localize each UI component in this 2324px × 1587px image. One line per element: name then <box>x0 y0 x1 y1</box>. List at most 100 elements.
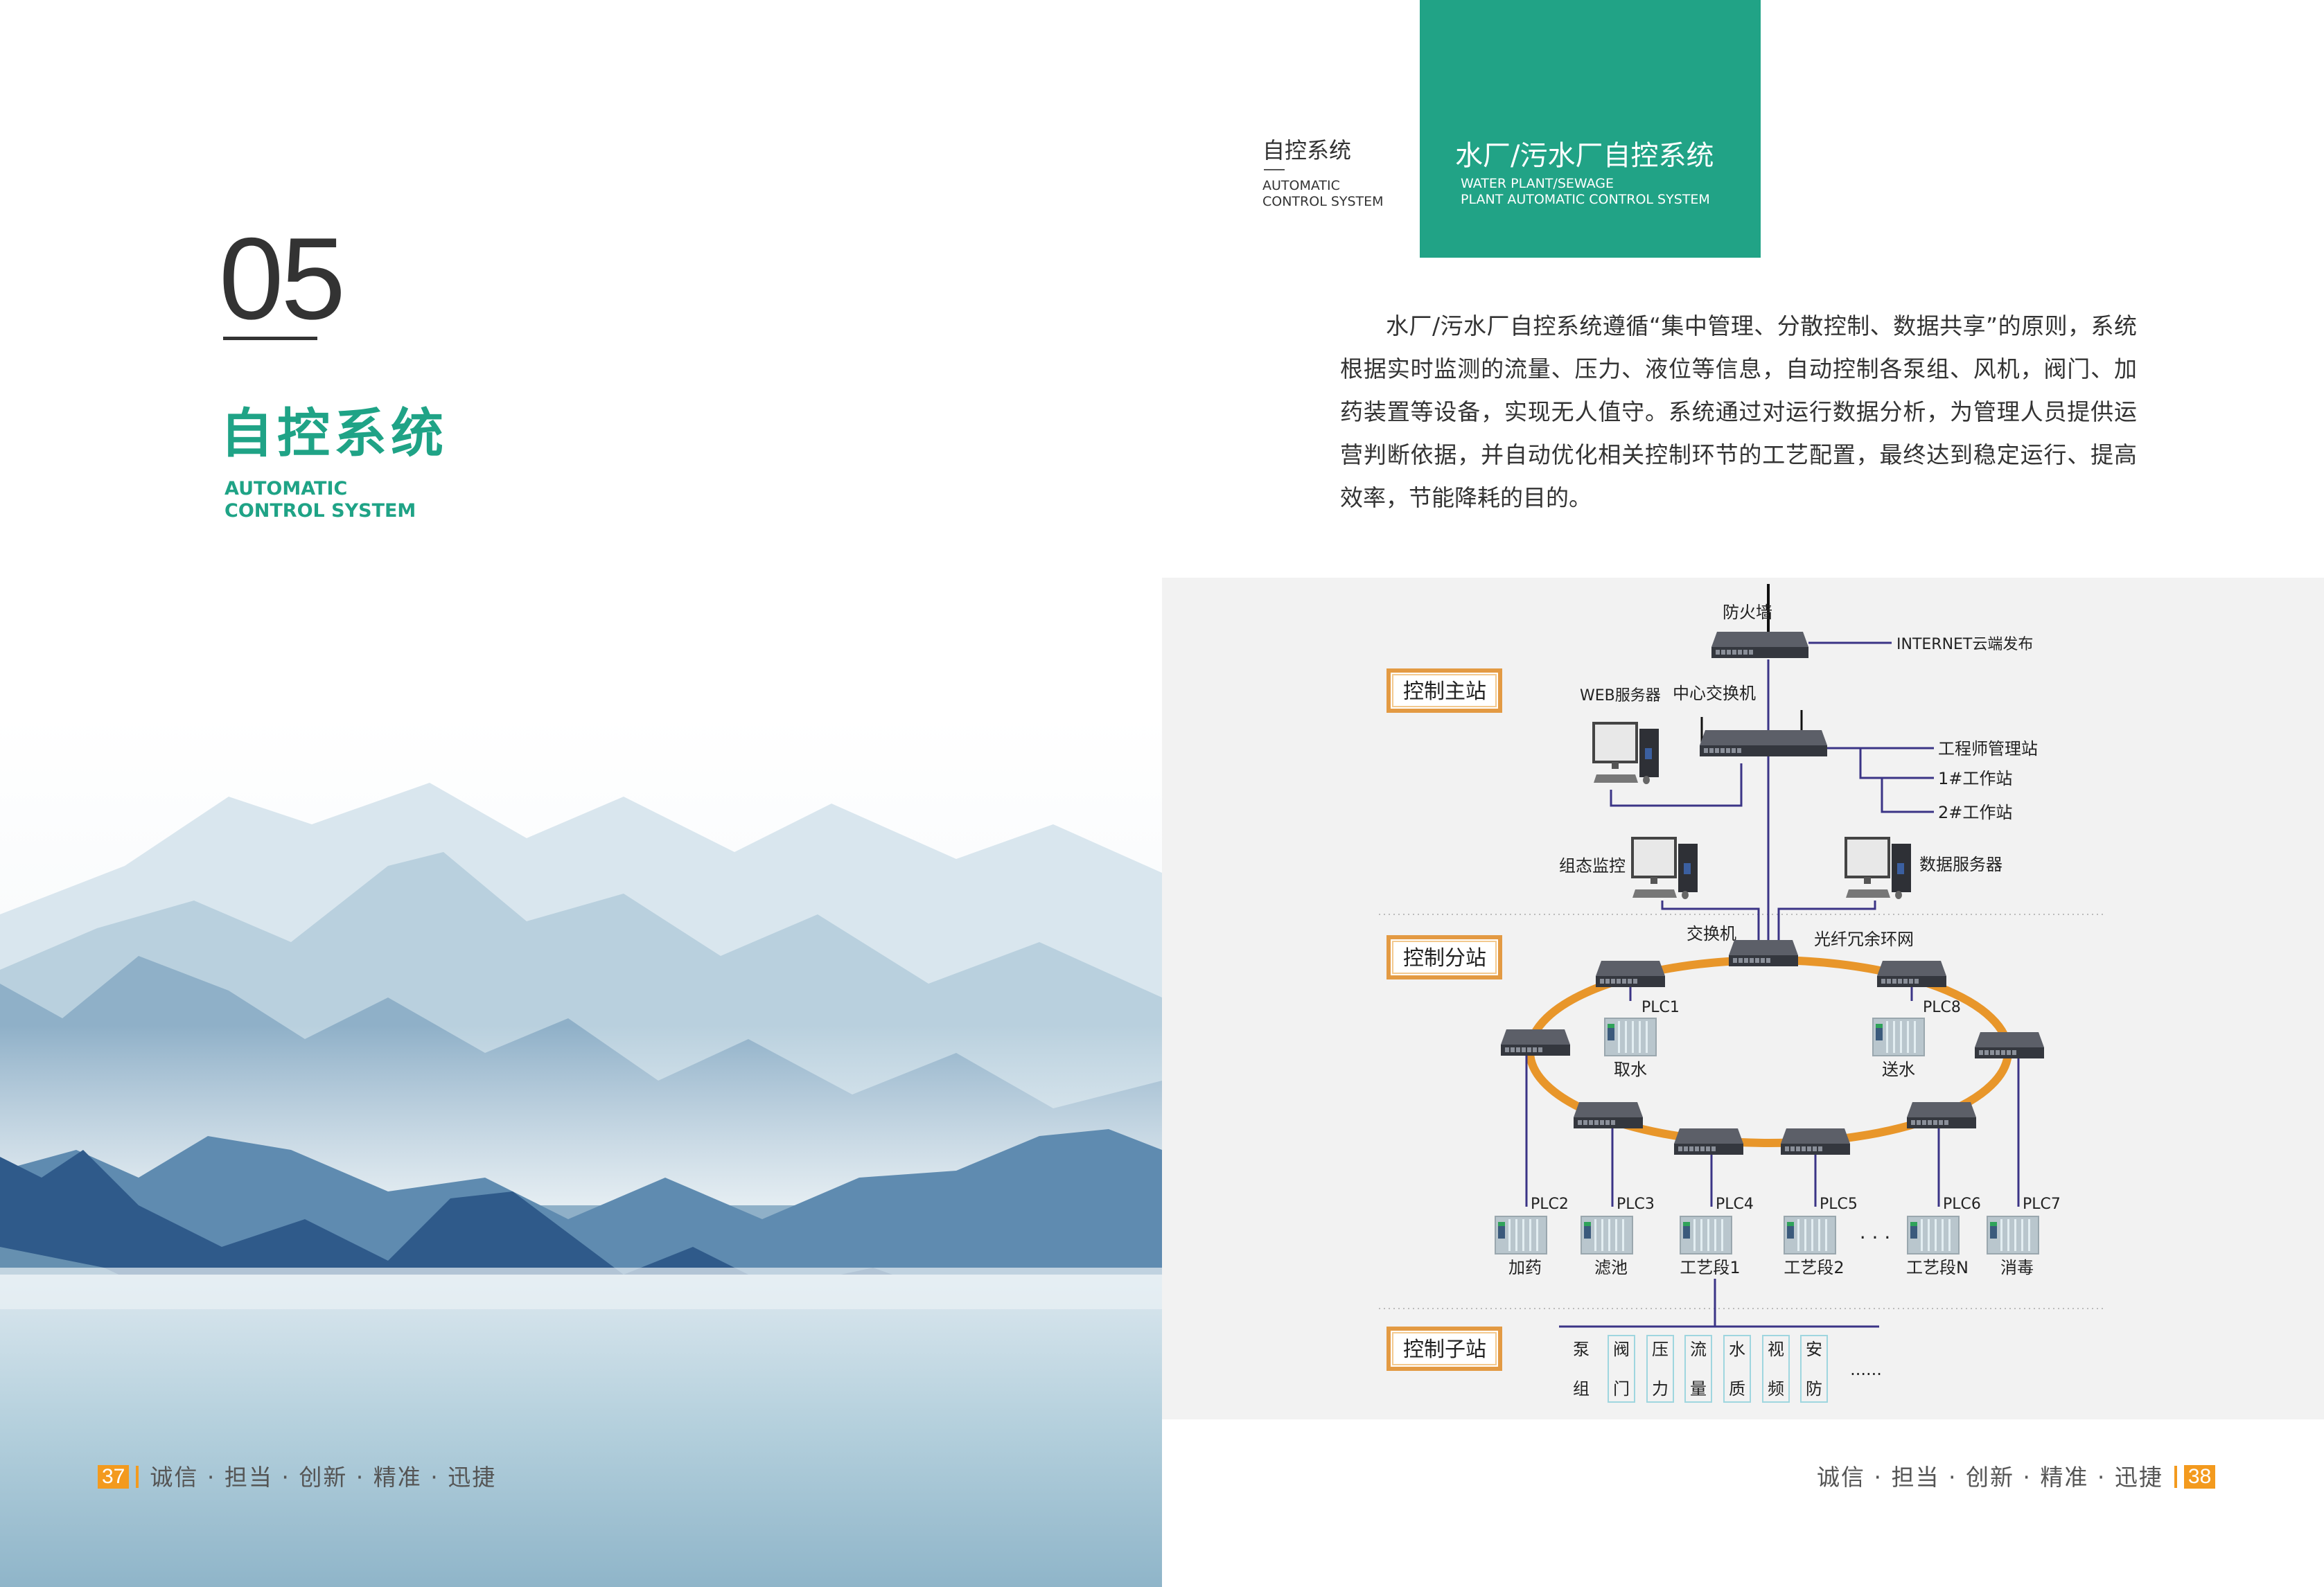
plc-slot <box>2021 1219 2023 1251</box>
switch-port <box>1743 650 1748 655</box>
plc-label: PLC3 <box>1617 1196 1655 1213</box>
plc-cpu <box>1876 1024 1883 1040</box>
footer-divider <box>136 1466 139 1488</box>
switch-port <box>1605 979 1610 984</box>
pc-tower-light <box>1645 748 1652 759</box>
header-dash <box>1264 169 1285 170</box>
section-subtitle-line1: AUTOMATIC <box>225 478 348 499</box>
substation-item-char: 组 <box>1573 1379 1590 1399</box>
switch-port <box>1689 1146 1693 1151</box>
switch-top <box>1877 961 1946 976</box>
substation-item-char: 泵 <box>1573 1340 1590 1359</box>
plc-slot <box>1522 1219 1524 1251</box>
switch-port <box>1715 748 1719 753</box>
plc-label: PLC6 <box>1943 1196 1981 1213</box>
plc-label: PLC1 <box>1641 999 1680 1016</box>
ring-switch-label: 交换机 <box>1687 924 1736 943</box>
plc-cpu <box>1498 1222 1505 1239</box>
substation-item-frame <box>1608 1335 1635 1403</box>
switch-port <box>1996 1050 2000 1055</box>
switch-port <box>1605 1120 1610 1125</box>
plc-led <box>1584 1222 1591 1226</box>
switch-top <box>1729 940 1798 955</box>
workstation2-label: 2#工作站 <box>1938 803 2012 822</box>
switch-port <box>1711 1146 1716 1151</box>
plc-led <box>1876 1024 1883 1028</box>
switch-port <box>1505 1047 1509 1052</box>
switch-port <box>1990 1050 1994 1055</box>
switch-port <box>1749 650 1753 655</box>
plc-slot <box>1942 1219 1944 1251</box>
workstation2-link <box>1860 777 1934 813</box>
ring-switch-icon <box>1781 1128 1850 1155</box>
plc-slot <box>1797 1219 1799 1251</box>
switch-port <box>1903 979 1908 984</box>
pc-tower-light <box>1897 863 1904 874</box>
page-number-badge: 37 <box>98 1465 130 1489</box>
switch-top <box>1674 1128 1743 1144</box>
switch-port <box>1818 1146 1822 1151</box>
footer-slogan: 诚信 · 担当 · 创新 · 精准 · 迅捷 <box>1817 1463 2163 1491</box>
plc-slot <box>1529 1219 1531 1251</box>
monitor <box>1592 722 1638 763</box>
switch-port <box>1911 1120 1915 1125</box>
switch-port <box>1796 1146 1800 1151</box>
switch-port <box>1813 1146 1817 1151</box>
switch-port <box>1755 958 1759 963</box>
plc-slot <box>1594 1219 1596 1251</box>
plc-cpu <box>1608 1024 1614 1040</box>
switch-port <box>1600 979 1604 984</box>
title-banner <box>1420 0 1761 258</box>
substation-item-char: 视 <box>1768 1340 1784 1359</box>
plc-name: 加药 <box>1508 1258 1542 1277</box>
monitor-stand <box>1612 762 1619 769</box>
plc-slot <box>1632 1021 1634 1053</box>
plc-name: 工艺段1 <box>1680 1258 1740 1277</box>
switch-port <box>1928 1120 1932 1125</box>
plc-slot <box>1608 1219 1610 1251</box>
plc-slot <box>1893 1021 1895 1053</box>
substation-item-char: 频 <box>1768 1379 1784 1399</box>
plc-slot <box>1707 1219 1709 1251</box>
plc-label: PLC5 <box>1820 1196 1858 1213</box>
plc-slot <box>1721 1219 1723 1251</box>
switch-port <box>1684 1146 1688 1151</box>
switch-port <box>1720 748 1725 753</box>
switch-port <box>1887 979 1891 984</box>
switch-port <box>1732 748 1736 753</box>
plc-slot <box>1886 1021 1888 1053</box>
keyboard <box>1846 889 1890 898</box>
plc-slot <box>1639 1021 1641 1053</box>
plc-slot <box>1601 1219 1603 1251</box>
plc-label: PLC4 <box>1716 1196 1754 1213</box>
plc-icon <box>1907 1216 1960 1254</box>
section-title: 自控系统 <box>220 402 448 464</box>
switch-top <box>1781 1128 1850 1144</box>
page-subtitle: WATER PLANT/SEWAGE PLANT AUTOMATIC CONTR… <box>1461 176 1710 208</box>
switch-port <box>1914 979 1919 984</box>
switch-port <box>1766 958 1770 963</box>
substation-item-char: 压 <box>1652 1340 1669 1359</box>
ring-switch-icon <box>1729 940 1798 966</box>
plc-slot <box>1818 1219 1820 1251</box>
switch-port <box>1738 650 1742 655</box>
firewall-label: 防火墙 <box>1723 603 1772 622</box>
switch-port <box>1594 1120 1599 1125</box>
substation-item-char: 质 <box>1729 1379 1745 1399</box>
switch-port <box>1933 1120 1937 1125</box>
plc-slot <box>1935 1219 1937 1251</box>
workstation1-link <box>1859 748 1934 779</box>
chapter-number: 05 <box>219 213 346 344</box>
plc-slot <box>1928 1219 1930 1251</box>
ring-switch-icon <box>1907 1102 1976 1128</box>
switch-top <box>1700 730 1827 745</box>
web-server-link <box>1610 763 1743 807</box>
plc-slot <box>2014 1219 2016 1251</box>
plc-icon <box>1680 1216 1732 1254</box>
mouse <box>1643 776 1650 784</box>
substation-item-char: 安 <box>1806 1340 1822 1359</box>
substation-item-char: 流 <box>1690 1340 1707 1359</box>
plc-led <box>1608 1024 1614 1028</box>
ring-switch-icon <box>1877 961 1946 987</box>
network-architecture-diagram: 控制主站控制分站控制子站防火墙INTERNET云端发布WEB服务器中心交换机工程… <box>1379 584 2106 1403</box>
